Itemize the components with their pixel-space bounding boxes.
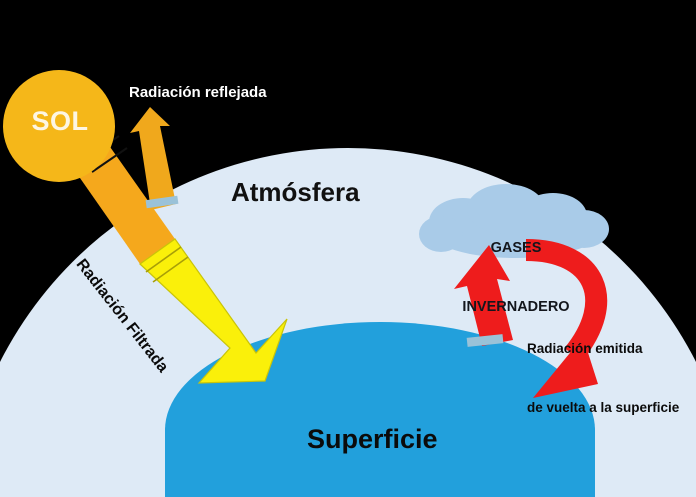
greenhouse-gas-label-line2: INVERNADERO [462, 298, 570, 315]
beam-stripe-2 [91, 147, 128, 173]
reflected-radiation-arrow [130, 107, 176, 210]
greenhouse-gas-label: GASES INVERNADERO [435, 200, 597, 357]
beam-stripe-4 [152, 256, 189, 283]
filtered-beam-orange-segment [73, 144, 175, 264]
atmosphere-label: Atmósfera [231, 177, 360, 207]
surface-base [165, 420, 595, 487]
greenhouse-gas-label-line1: GASES [490, 240, 542, 257]
surface-label: Superficie [307, 424, 438, 454]
reflected-arrow-foot [145, 195, 179, 209]
emitted-radiation-label: Radiación emitida de vuelta a la superfi… [527, 300, 679, 457]
filtered-beam-yellow-segment [139, 238, 288, 384]
emitted-radiation-label-line2: de vuelta a la superficie [527, 399, 680, 415]
emitted-radiation-return-arrow-body [525, 239, 608, 362]
beam-stripe-3 [145, 246, 182, 273]
sun-disc [3, 70, 115, 182]
up-arrow-foot [466, 334, 504, 347]
sun-label: SOL [31, 106, 89, 136]
emitted-radiation-return-arrowhead [533, 337, 598, 398]
greenhouse-gas-cloud [419, 184, 609, 258]
emitted-radiation-up-arrow [454, 245, 513, 346]
emitted-radiation-label-line1: Radiación emitida [527, 341, 643, 357]
reflected-radiation-label: Radiación reflejada [129, 84, 267, 101]
